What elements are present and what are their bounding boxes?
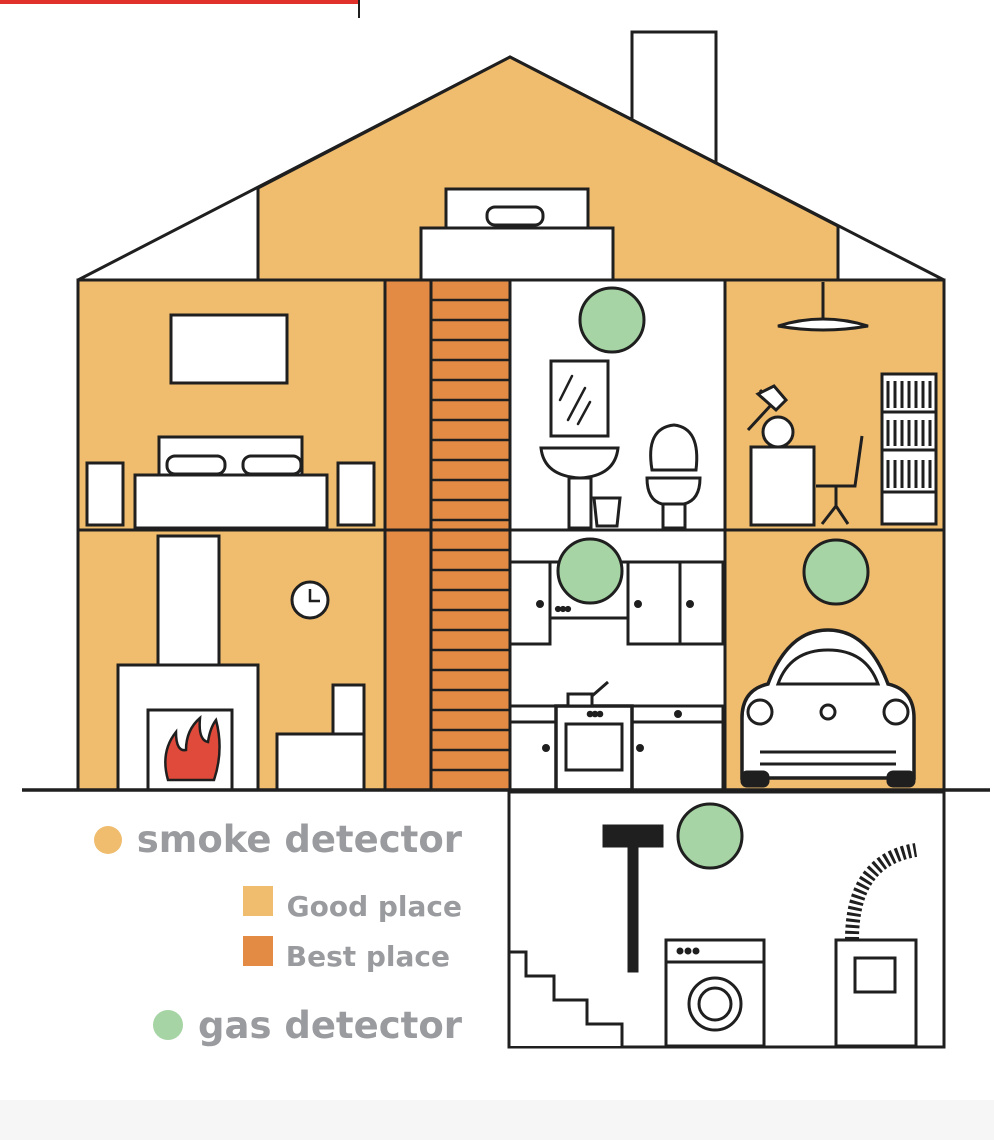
desk-lamp-head (755, 384, 789, 413)
heater-duct (845, 843, 918, 941)
cup (592, 496, 622, 528)
accent-bar (0, 0, 359, 4)
nightstand-left (85, 461, 125, 527)
car-emblem (819, 703, 837, 721)
lower-cabinet-left (508, 720, 558, 792)
oven-door (564, 722, 624, 772)
good-place-swatch (243, 886, 273, 916)
gas-detector-kitchen (556, 537, 624, 605)
stairs-upper (429, 278, 512, 532)
bed-pillow-right (241, 454, 303, 476)
best-place-swatch (243, 936, 273, 966)
upper-cabinet-left (508, 560, 552, 646)
car-wheel-right (886, 770, 916, 788)
lower-cabinet-right (630, 720, 725, 792)
stair-treads-upper (431, 298, 510, 522)
basement-stairs (507, 950, 624, 1046)
stair-treads-lower (431, 548, 510, 772)
car-windshield (775, 648, 881, 686)
armchair (275, 732, 366, 792)
sink-pedestal (567, 476, 593, 530)
books (886, 381, 932, 488)
mirror-glare (558, 374, 592, 426)
car-headlight-right (882, 698, 910, 726)
attic-bed (419, 226, 615, 282)
bed-pillow-left (165, 454, 227, 476)
desk-chair (816, 435, 864, 525)
ceiling-lamp (777, 317, 869, 332)
bottom-band (0, 1100, 994, 1140)
best-place-label: Best place (286, 940, 450, 973)
smoke-dot (94, 826, 122, 854)
broom-handle (627, 844, 639, 973)
gas-detector-label: gas detector (198, 1004, 463, 1047)
toilet-tank (649, 423, 699, 472)
bedroom-picture (169, 313, 289, 385)
attic-pillow (485, 205, 545, 227)
gas-detector-bathroom (578, 286, 646, 354)
saucepan (566, 680, 609, 708)
armchair-back (331, 683, 366, 737)
gas-detector-basement (676, 802, 744, 870)
car-headlight-left (746, 698, 774, 726)
bed (133, 473, 329, 530)
stairs-lower (429, 528, 512, 792)
fireplace-chimney (156, 534, 221, 668)
water-heater-panel (853, 956, 897, 994)
toilet-base (661, 502, 687, 530)
fire-icon (164, 715, 221, 782)
desk (749, 445, 816, 527)
desk-lamp-bulb (761, 415, 795, 449)
gas-dot (153, 1010, 183, 1040)
good-place-label: Good place (287, 890, 462, 923)
car-grille (760, 750, 896, 766)
broom-head (602, 824, 664, 848)
nightstand-right (336, 461, 376, 527)
toilet-bowl (645, 476, 702, 506)
gas-detector-garage (802, 538, 870, 606)
smoke-detector-label: smoke detector (137, 818, 463, 861)
car-wheel-left (740, 770, 770, 788)
